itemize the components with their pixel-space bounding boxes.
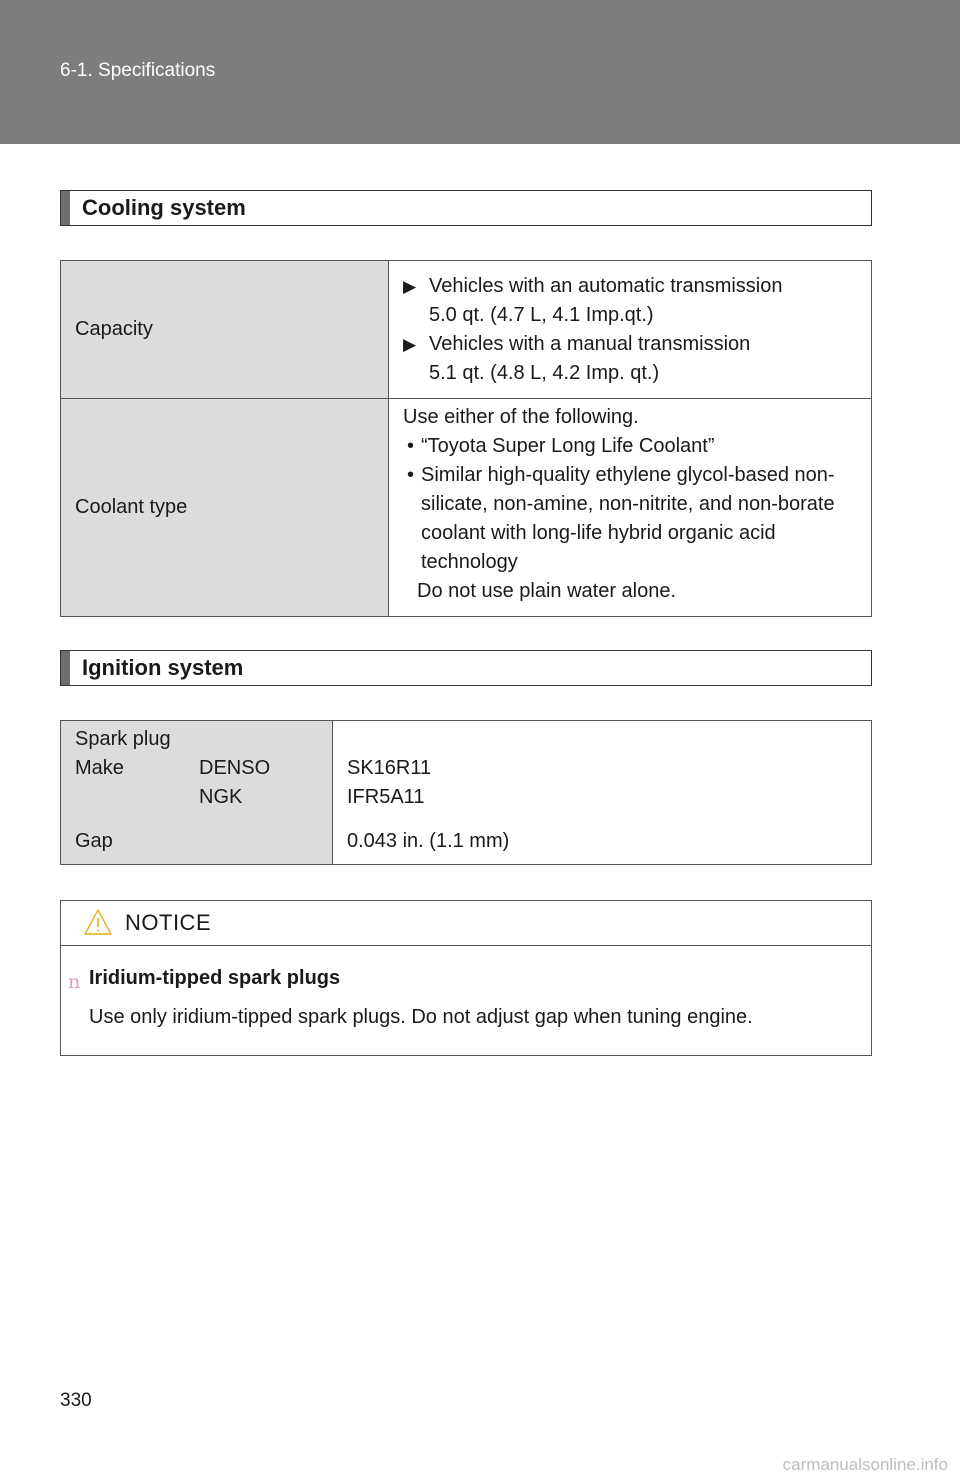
notice-header: NOTICE (61, 901, 871, 946)
watermark: carmanualsonline.info (782, 1455, 948, 1474)
notice-body: n Iridium-tipped spark plugs Use only ir… (61, 946, 871, 1032)
coolant-option: • “Toyota Super Long Life Coolant” (403, 432, 861, 461)
make-brand: DENSO (199, 757, 271, 779)
make-part: IFR5A11 (347, 786, 425, 808)
capacity-value: ▶ Vehicles with an automatic transmissio… (388, 260, 872, 399)
capacity-item: ▶ Vehicles with an automatic transmissio… (403, 272, 861, 330)
notice-box: NOTICE n Iridium-tipped spark plugs Use … (60, 900, 872, 1056)
spark-plug-row: Spark plug Make DENSO NGK Gap SK16R11 IFR… (60, 720, 872, 865)
gap-value: 0.043 in. (1.1 mm) (347, 830, 510, 852)
coolant-option-text: “Toyota Super Long Life Coolant” (421, 435, 715, 457)
capacity-item-value: 5.1 qt. (4.8 L, 4.2 Imp. qt.) (429, 361, 660, 384)
coolant-type-label: Coolant type (60, 398, 389, 617)
notice-label: NOTICE (125, 910, 212, 935)
arrow-right-icon: ▶ (403, 276, 417, 296)
heading-bar (61, 191, 70, 225)
capacity-item-heading: Vehicles with a manual transmission (429, 332, 751, 355)
spark-plug-label: Spark plug (75, 728, 171, 750)
page-number: 330 (60, 1390, 92, 1411)
ignition-system-table: Spark plug Make DENSO NGK Gap SK16R11 IFR… (60, 720, 872, 865)
heading-bar (61, 651, 70, 685)
coolant-intro: Use either of the following. (403, 406, 639, 428)
bullet-dot-icon: • (407, 435, 415, 457)
make-row: NGK (75, 783, 332, 812)
make-brand: NGK (199, 786, 243, 808)
cooling-system-table: Capacity ▶ Vehicles with an automatic tr… (60, 260, 872, 617)
cooling-system-heading: Cooling system (60, 190, 872, 226)
arrow-right-icon: ▶ (403, 334, 417, 354)
ignition-system-heading: Ignition system (60, 650, 872, 686)
capacity-item: ▶ Vehicles with a manual transmission 5.… (403, 330, 861, 388)
page-header: 6-1. Specifications (0, 0, 960, 144)
coolant-option-text: Similar high-quality ethylene glycol-bas… (421, 464, 835, 573)
warning-triangle-icon (84, 909, 112, 935)
make-part: SK16R11 (347, 757, 432, 779)
notice-text: Use only iridium-tipped spark plugs. Do … (89, 1006, 753, 1028)
coolant-option: • Similar high-quality ethylene glycol-b… (403, 461, 861, 577)
coolant-type-value: Use either of the following. • “Toyota S… (388, 398, 872, 617)
section-breadcrumb: 6-1. Specifications (60, 60, 216, 81)
notice-bullet-icon: n (68, 971, 81, 993)
coolant-note: Do not use plain water alone. (417, 580, 677, 602)
make-row: Make DENSO (75, 754, 332, 783)
notice-subhead: Iridium-tipped spark plugs (89, 967, 341, 989)
spark-plug-value-cell: SK16R11 IFR5A11 0.043 in. (1.1 mm) (332, 720, 872, 865)
ignition-system-title: Ignition system (82, 655, 244, 680)
cooling-system-title: Cooling system (82, 195, 246, 220)
capacity-item-value: 5.0 qt. (4.7 L, 4.1 Imp.qt.) (429, 303, 654, 326)
capacity-row: Capacity ▶ Vehicles with an automatic tr… (60, 260, 872, 399)
gap-label: Gap (75, 830, 113, 852)
capacity-label: Capacity (60, 260, 389, 399)
capacity-item-heading: Vehicles with an automatic transmission (429, 274, 783, 297)
bullet-dot-icon: • (407, 464, 415, 486)
coolant-type-row: Coolant type Use either of the following… (60, 398, 872, 617)
make-label: Make (75, 757, 124, 779)
spark-plug-label-cell: Spark plug Make DENSO NGK Gap (60, 720, 333, 865)
